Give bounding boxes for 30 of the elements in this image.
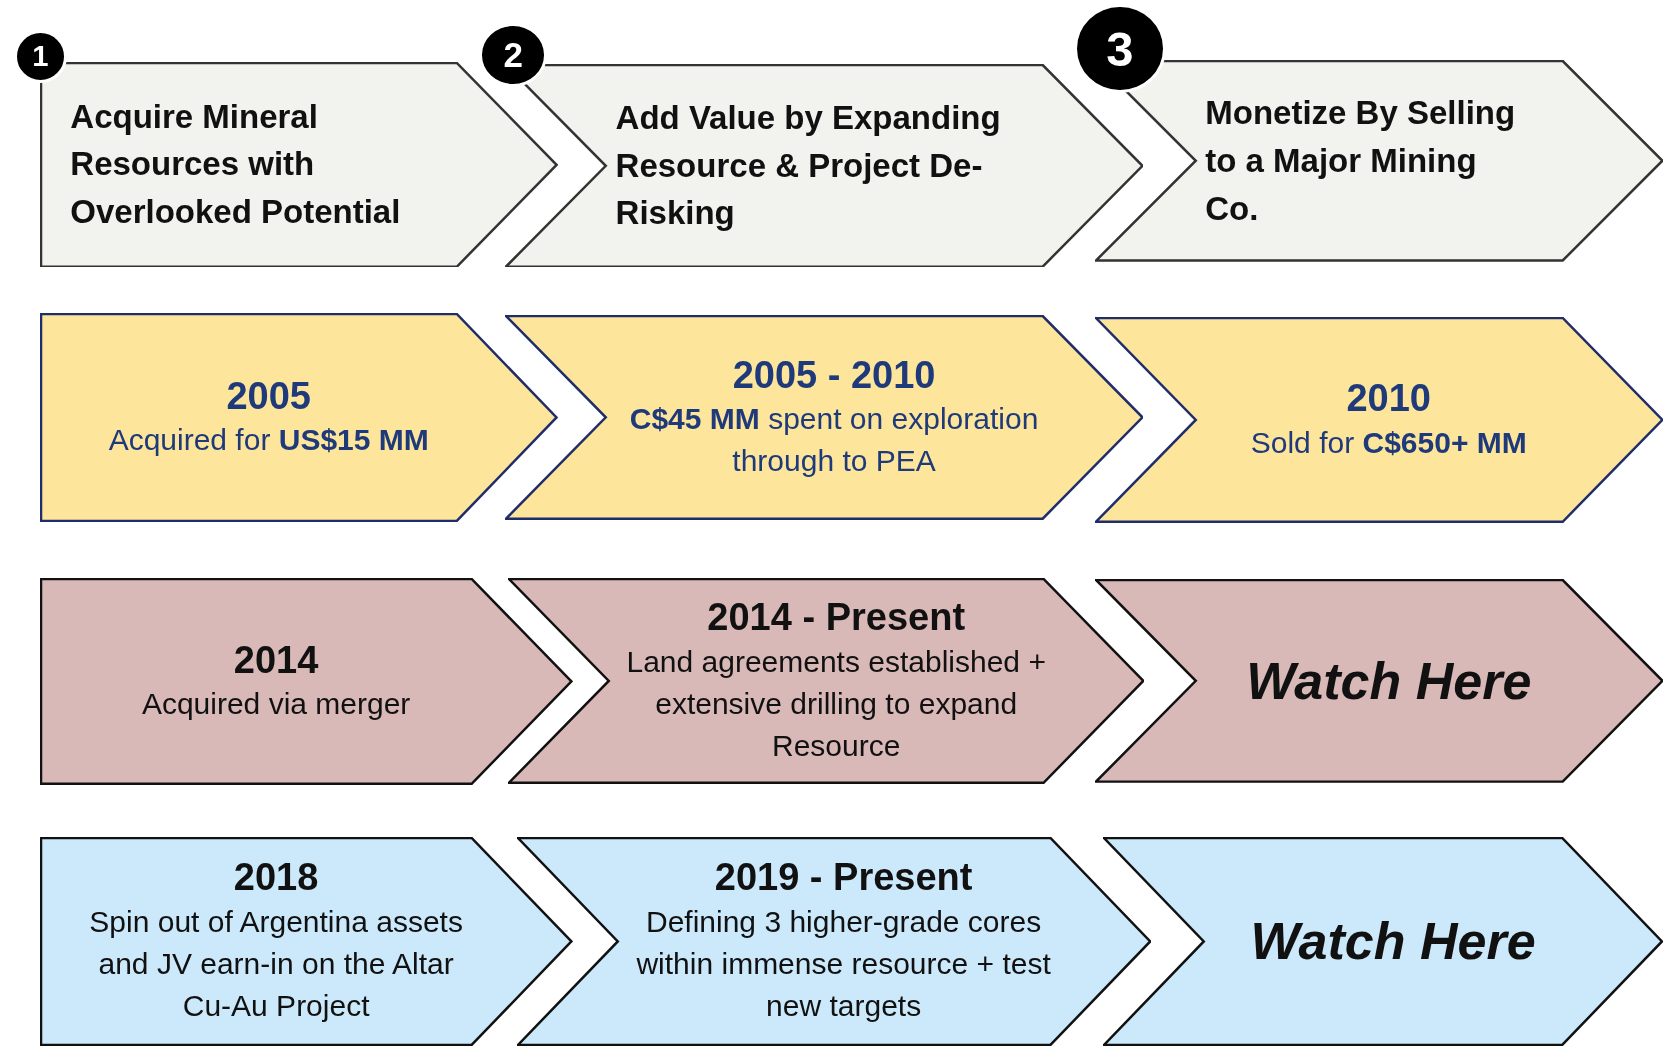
period-heading: 2005 - 2010 <box>732 352 936 398</box>
step-number-badge: 2 <box>479 23 548 87</box>
step-number-badge: 3 <box>1074 4 1166 94</box>
description-text: Acquired for US$15 MM <box>108 422 429 459</box>
step-heading: Add Value by Expanding Resource & Project De-Risking <box>615 97 1002 234</box>
description-text: Land agreements established + extensive drilling to expand Resource <box>625 643 1047 764</box>
chevron-banner <box>40 836 573 1046</box>
chevron-banner <box>40 578 573 785</box>
chevron-banner <box>40 312 558 522</box>
description-text: C$45 MM spent on exploration through to PEA <box>628 401 1040 480</box>
description-text: Spin out of Argentina assets and JV earn-in on the Altar Cu-Au Project <box>88 904 464 1025</box>
chevron-banner <box>508 578 1145 784</box>
description-text: Sold for C$650+ MM <box>1250 424 1527 461</box>
period-heading: 2010 <box>1346 376 1431 422</box>
watch-text: Watch Here <box>1250 911 1536 972</box>
step-heading: Monetize By Selling to a Major Mining Co. <box>1205 93 1517 230</box>
description-text: Acquired via merger <box>141 686 411 723</box>
chevron-banner <box>1103 836 1663 1046</box>
chevron-banner <box>1094 317 1663 523</box>
chevron-banner <box>1094 579 1663 783</box>
chevron-banner <box>516 836 1151 1046</box>
period-heading: 2019 - Present <box>714 855 973 901</box>
step-heading: Acquire Mineral Resources with Overlooked Potential <box>70 96 402 233</box>
period-heading: 2005 <box>226 373 311 419</box>
chevron-banner <box>504 315 1144 520</box>
period-heading: 2018 <box>233 855 319 901</box>
watch-text: Watch Here <box>1246 650 1532 711</box>
period-heading: 2014 <box>233 637 319 683</box>
period-heading: 2014 - Present <box>707 595 966 641</box>
description-text: Defining 3 higher-grade cores within immense resource + test new targets <box>635 904 1052 1025</box>
